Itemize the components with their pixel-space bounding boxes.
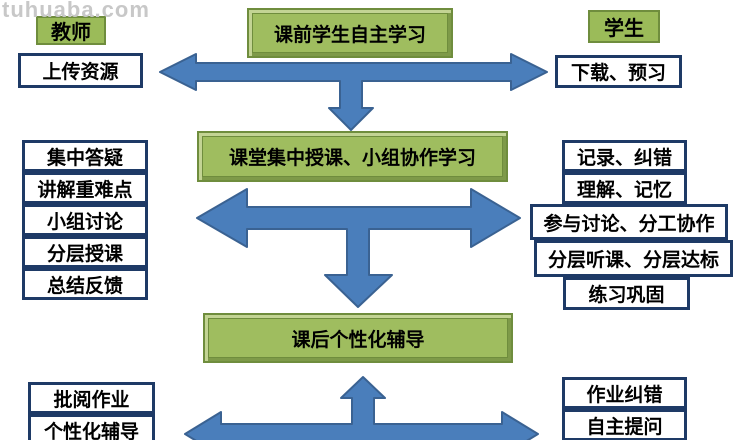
teacher-role-box: 教师 — [36, 16, 106, 45]
teacher-upload-box: 上传资源 — [18, 53, 143, 88]
teacher-action-explain-key-points: 讲解重难点 — [22, 172, 148, 204]
teacher-action-grade-homework: 批阅作业 — [28, 382, 155, 414]
site-watermark: tuhuaba.com — [2, 0, 150, 22]
student-action-tiered-listening: 分层听课、分层达标 — [534, 240, 733, 277]
student-download-box: 下载、预习 — [555, 55, 682, 88]
student-action-understand-memorize: 理解、记忆 — [562, 172, 687, 204]
phase3-afterclass-box: 课后个性化辅导 — [203, 313, 513, 363]
arrow-middle-bidirectional-with-down-stem — [196, 188, 521, 308]
teacher-action-answer-questions: 集中答疑 — [22, 140, 148, 172]
phase1-preclass-box: 课前学生自主学习 — [247, 8, 453, 58]
teacher-action-tiered-teaching: 分层授课 — [22, 236, 148, 268]
student-action-record-correct: 记录、纠错 — [562, 140, 687, 172]
student-action-self-questioning: 自主提问 — [562, 409, 687, 440]
student-action-homework-correction: 作业纠错 — [562, 377, 687, 409]
arrow-bottom-bidirectional-with-up-stem — [184, 376, 539, 440]
student-action-discussion-collaboration: 参与讨论、分工协作 — [530, 204, 728, 240]
student-role-box: 学生 — [588, 10, 660, 43]
student-action-practice-consolidate: 练习巩固 — [563, 277, 690, 310]
teacher-action-personalized-tutoring: 个性化辅导 — [28, 414, 155, 440]
phase2-inclass-box: 课堂集中授课、小组协作学习 — [197, 131, 508, 182]
arrow-top-bidirectional-with-down-stem — [159, 53, 548, 131]
teacher-action-group-discussion: 小组讨论 — [22, 204, 148, 236]
teacher-action-summary-feedback: 总结反馈 — [22, 268, 148, 300]
